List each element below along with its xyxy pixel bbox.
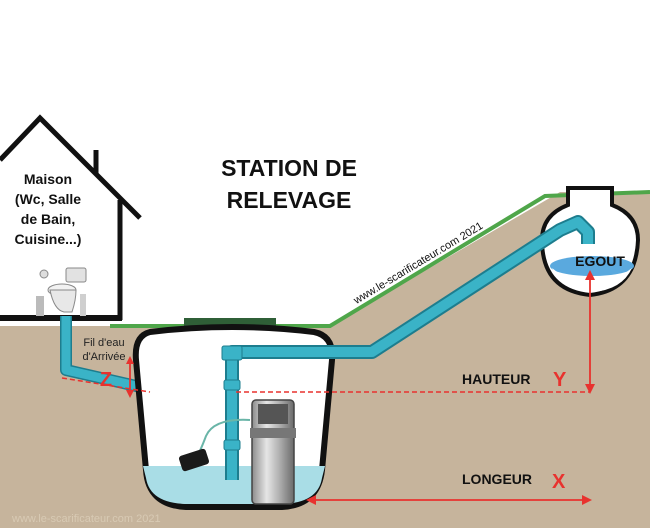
- house-label-line2: (Wc, Salle: [15, 191, 81, 207]
- watermark-bottom: www.le-scarificateur.com 2021: [11, 513, 161, 525]
- height-arrow: [585, 270, 595, 394]
- longueur-marker-x: X: [552, 471, 566, 493]
- inlet-label-line2: d'Arrivée: [82, 351, 125, 363]
- house-label-line1: Maison: [24, 171, 72, 187]
- inlet-label-line1: Fil d'eau: [83, 337, 124, 349]
- hauteur-label: HAUTEUR: [462, 371, 530, 387]
- float-switch: [178, 418, 251, 472]
- title-line1: STATION DE: [221, 155, 357, 181]
- inlet-marker-z: Z: [100, 369, 112, 391]
- outlet-pipe: [221, 215, 595, 480]
- title-line2: RELEVAGE: [227, 187, 352, 213]
- toilet-icon: [36, 267, 87, 316]
- egout-label: EGOUT: [575, 253, 625, 269]
- pump: [250, 399, 296, 505]
- inlet-height-arrow: [126, 356, 134, 398]
- house-label-line4: Cuisine...): [15, 231, 82, 247]
- hauteur-marker-y: Y: [553, 369, 567, 391]
- longueur-label: LONGEUR: [462, 471, 532, 487]
- inlet-pipe: [60, 316, 147, 394]
- dashed-inlet-line: [61, 377, 151, 393]
- length-arrow: [306, 495, 592, 505]
- house-label-line3: de Bain,: [21, 211, 75, 227]
